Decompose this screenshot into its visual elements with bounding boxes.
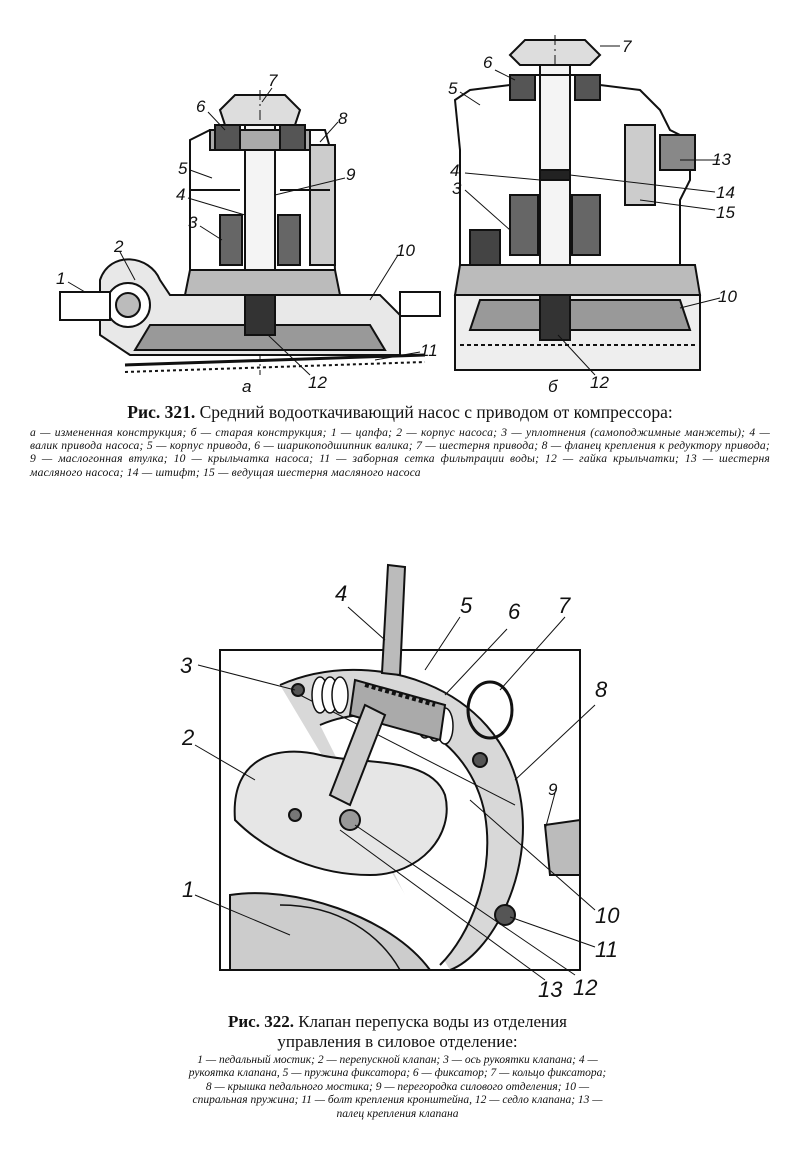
fig321-label-3-right: 3 bbox=[452, 179, 462, 198]
figure-321-number: Рис. 321. bbox=[127, 402, 196, 422]
fig321-label-7-left: 7 bbox=[268, 71, 278, 90]
figure-322-title-line2: управления в силовое отделение: bbox=[277, 1032, 518, 1051]
fig321-label-9-left: 9 bbox=[346, 165, 356, 184]
fig322-label-9: 9 bbox=[548, 780, 558, 799]
fig321-label-4-left: 4 bbox=[176, 185, 185, 204]
fig322-label-4: 4 bbox=[335, 581, 347, 606]
fig322-label-10: 10 bbox=[595, 903, 620, 928]
fig321-label-6-right: 6 bbox=[483, 53, 493, 72]
fig321-view-a-label: а bbox=[242, 377, 251, 396]
figure-322-title: Рис. 322. Клапан перепуска воды из отдел… bbox=[185, 1012, 610, 1032]
fig322-label-6: 6 bbox=[508, 599, 521, 624]
fig321-label-2-left: 2 bbox=[113, 237, 124, 256]
figure-322-legend: 1 — педальный мостик; 2 — перепускной кл… bbox=[188, 1054, 607, 1120]
fig321-label-10-right: 10 bbox=[718, 287, 737, 306]
fig322-label-7: 7 bbox=[558, 593, 571, 618]
figure-321-caption: Рис. 321. Средний водооткачивающий насос… bbox=[30, 402, 770, 479]
fig322-label-5: 5 bbox=[460, 593, 473, 618]
figure-322-caption: Рис. 322. Клапан перепуска воды из отдел… bbox=[185, 1012, 610, 1121]
fig322-label-12: 12 bbox=[573, 975, 597, 1000]
figure-321-title: Рис. 321. Средний водооткачивающий насос… bbox=[30, 402, 770, 423]
fig322-label-1: 1 bbox=[182, 877, 194, 902]
valve-technical-drawing: 4 5 6 7 3 8 2 9 1 10 11 12 13 bbox=[180, 563, 620, 1002]
fig321-label-3-left: 3 bbox=[188, 213, 198, 232]
figure-322-drawing: 4 5 6 7 3 8 2 9 1 10 11 12 13 bbox=[170, 555, 630, 1005]
fig321-label-5-right: 5 bbox=[448, 79, 458, 98]
fig321-label-5-left: 5 bbox=[178, 159, 188, 178]
fig321-label-12-right: 12 bbox=[590, 373, 609, 392]
fig322-label-3: 3 bbox=[180, 653, 193, 678]
fig321-label-14-right: 14 bbox=[716, 183, 735, 202]
fig321-label-8-left: 8 bbox=[338, 109, 348, 128]
fig322-label-11: 11 bbox=[595, 937, 618, 962]
figure-322-title-line1: Клапан перепуска воды из отделения bbox=[298, 1012, 568, 1031]
fig322-label-2: 2 bbox=[181, 725, 194, 750]
fig321-view-b-label: б bbox=[548, 377, 559, 396]
fig321-label-15-right: 15 bbox=[716, 203, 735, 222]
fig321-label-6-left: 6 bbox=[196, 97, 206, 116]
figure-321-title-text: Средний водооткачивающий насос с приводо… bbox=[199, 402, 673, 422]
fig322-label-13: 13 bbox=[538, 977, 563, 1002]
fig321-label-12-left: 12 bbox=[308, 373, 327, 392]
fig321-label-10-left: 10 bbox=[396, 241, 415, 260]
figure-321-drawing: 7 6 8 5 9 4 3 2 10 1 11 12 а 7 6 5 13 4 … bbox=[40, 30, 760, 400]
figure-321-legend: а — измененная конструкция; б — старая к… bbox=[30, 426, 770, 479]
fig321-label-4-right: 4 bbox=[450, 161, 459, 180]
pump-technical-drawing: 7 6 8 5 9 4 3 2 10 1 11 12 а 7 6 5 13 4 … bbox=[56, 35, 737, 396]
fig321-label-11-left: 11 bbox=[420, 341, 438, 360]
fig321-label-1-left: 1 bbox=[56, 269, 65, 288]
fig321-label-13-right: 13 bbox=[712, 150, 731, 169]
fig321-label-7-right: 7 bbox=[622, 37, 632, 56]
figure-322-number: Рис. 322. bbox=[227, 1012, 294, 1031]
fig322-label-8: 8 bbox=[595, 677, 608, 702]
